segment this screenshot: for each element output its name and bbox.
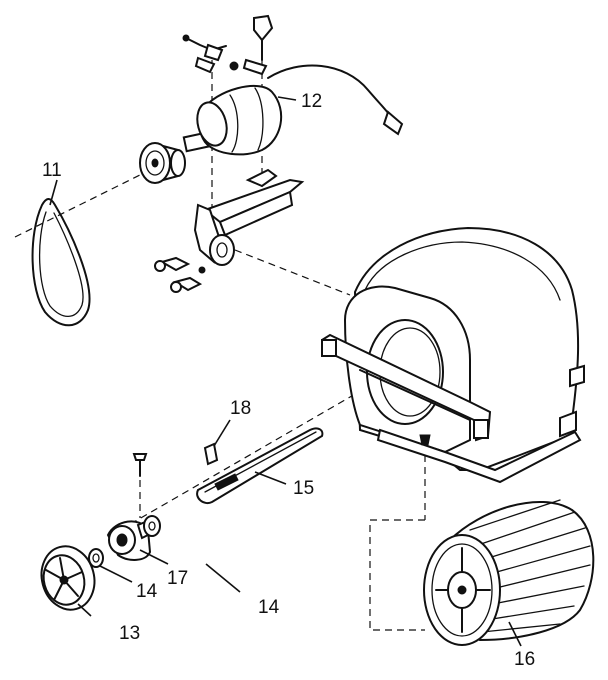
bearing-part — [106, 453, 156, 561]
callout-14-washer: 14 — [136, 581, 158, 602]
callout-15: 15 — [293, 478, 314, 499]
callout-17: 17 — [167, 568, 188, 589]
motor-mount-bracket — [154, 168, 305, 293]
belt-part — [31, 198, 91, 327]
callout-12: 12 — [301, 91, 322, 112]
callout-13: 13 — [119, 623, 140, 644]
callout-16: 16 — [514, 649, 535, 670]
blower-pulley — [40, 545, 96, 611]
key-part — [203, 442, 219, 466]
shaft-part — [196, 427, 324, 504]
blower-wheel-part — [423, 499, 595, 646]
blower-housing — [321, 226, 585, 484]
callout-18: 18 — [230, 398, 251, 419]
motor-part — [182, 64, 404, 156]
callout-11: 11 — [42, 160, 62, 181]
callout-labels: 11 12 13 14 14 15 16 17 18 — [42, 91, 535, 670]
leader-lines — [49, 96, 522, 647]
mounting-clips — [182, 14, 274, 76]
motor-pulley — [139, 142, 186, 184]
callout-14-set: 14 — [258, 597, 280, 618]
washer-parts — [88, 515, 161, 568]
